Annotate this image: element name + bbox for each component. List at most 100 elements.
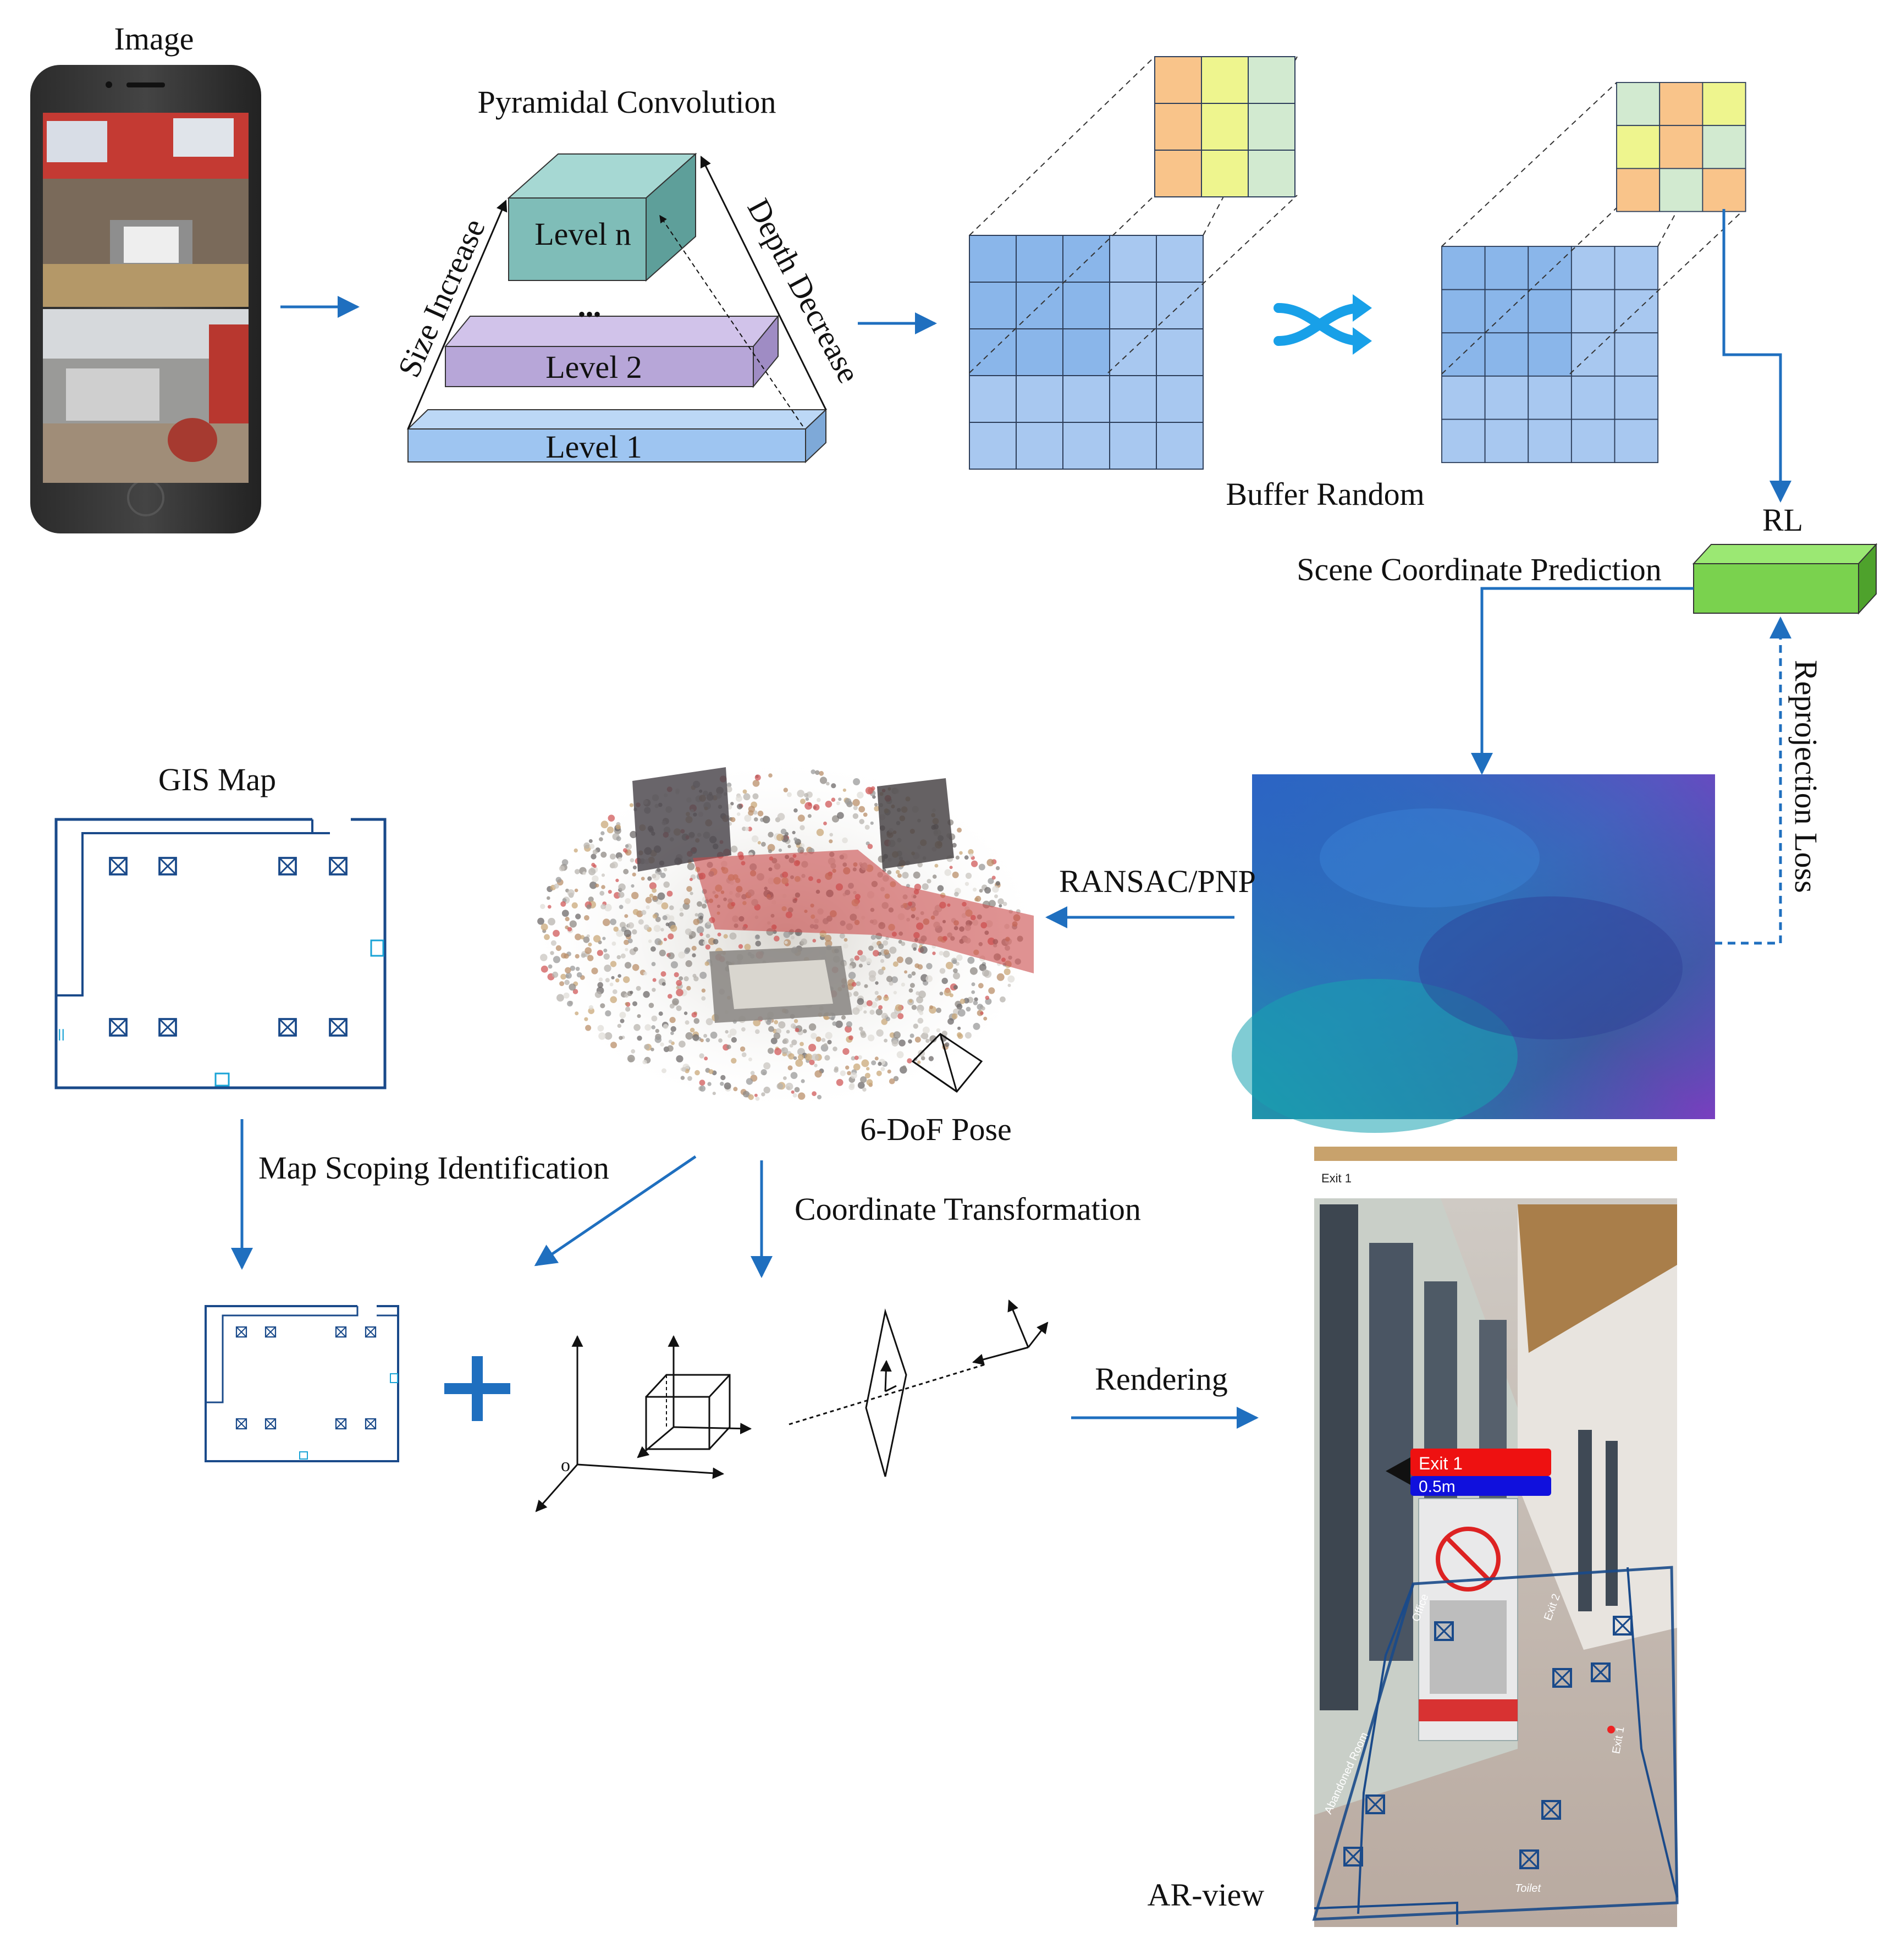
- feature-cell: [1484, 419, 1529, 464]
- crossed-box-icon: [264, 1418, 277, 1430]
- feature-cell: [1062, 328, 1110, 376]
- crossed-box-icon: [158, 857, 177, 876]
- kernel-cell: [1702, 82, 1746, 126]
- smartphone-icon: [30, 65, 261, 533]
- kernel-cell: [1702, 125, 1746, 169]
- map-scoping-identification-label: Map Scoping Identification: [258, 1150, 609, 1186]
- crossed-box-icon: [1434, 1621, 1454, 1641]
- crossed-box-icon: [158, 1018, 177, 1037]
- kernel-cell: [1201, 150, 1249, 197]
- scene-coordinate-map: [1232, 774, 1715, 1133]
- kernel-cell: [1201, 103, 1249, 151]
- kernel-cell: [1616, 125, 1661, 169]
- kernel-cell: [1702, 168, 1746, 212]
- rendering-label: Rendering: [1095, 1361, 1228, 1397]
- feature-cell: [1016, 422, 1063, 470]
- kernel-cell: [1248, 103, 1295, 151]
- gis-map: ꟾꟾ: [54, 818, 387, 1089]
- coordinate-transformation-label: Coordinate Transformation: [795, 1191, 1141, 1227]
- ar-navigation-marker: Exit 1 0.5m: [1386, 1449, 1551, 1496]
- feature-cell: [1528, 289, 1572, 334]
- crossed-box-icon: [264, 1326, 277, 1338]
- kernel-cell: [1154, 150, 1202, 197]
- buffer-random-label: Buffer Random: [1226, 476, 1424, 512]
- feature-cell: [1109, 375, 1157, 423]
- crossed-box-icon: [109, 1018, 128, 1037]
- gis-map-label: GIS Map: [158, 762, 276, 797]
- crossed-box-icon: [335, 1326, 347, 1338]
- feature-cell: [1156, 235, 1204, 283]
- feature-cell: [1109, 422, 1157, 470]
- pyramid-block: Level 1 Level 2 ••• Level n: [406, 152, 828, 465]
- feature-cell: [1570, 375, 1616, 420]
- kernel-cell: [1659, 125, 1703, 169]
- feature-cell: [1441, 375, 1486, 420]
- kernel-cell: [1248, 56, 1295, 104]
- crossed-box-icon: [235, 1326, 247, 1338]
- arrow-to-scene-coordinate-map: [1471, 587, 1694, 775]
- feature-cell: [1570, 332, 1616, 377]
- crossed-box-icon: [1519, 1849, 1539, 1869]
- feature-cell: [1156, 282, 1204, 329]
- crossed-box-icon: [1541, 1800, 1561, 1820]
- feature-cell: [969, 375, 1017, 423]
- feature-cell: [1484, 246, 1529, 290]
- ar-view: Exit 1 Exit 1 0.5m Office: [1312, 1147, 1679, 1927]
- svg-text:ꟾꟾ: ꟾꟾ: [58, 1029, 65, 1043]
- feature-cell: [1156, 328, 1204, 376]
- feature-cell: [1062, 282, 1110, 329]
- feature-cell: [1441, 289, 1486, 334]
- ar-distance-label: 0.5m: [1419, 1478, 1456, 1496]
- feature-cell: [1484, 289, 1529, 334]
- six-dof-pose-label: 6-DoF Pose: [860, 1111, 1012, 1147]
- rl-label: RL: [1762, 502, 1803, 538]
- feature-cell: [1156, 422, 1204, 470]
- feature-grid-1: [969, 56, 1298, 470]
- feature-cell: [1062, 422, 1110, 470]
- feature-cell: [1528, 419, 1572, 464]
- feature-cell: [1528, 375, 1572, 420]
- scene-coordinate-prediction-label: Scene Coordinate Prediction: [1297, 552, 1662, 587]
- crossed-box-icon: [278, 1018, 297, 1037]
- point-cloud: [522, 753, 1050, 1116]
- kernel-cell: [1659, 168, 1703, 212]
- feature-cell: [1016, 282, 1063, 329]
- arrow-cloud-to-map: [534, 1155, 697, 1267]
- kernel-cell: [1248, 150, 1295, 197]
- ar-view-label: AR-view: [1148, 1877, 1265, 1913]
- crossed-box-icon: [329, 1018, 348, 1037]
- feature-cell: [1484, 332, 1529, 377]
- crossed-box-icon: [1343, 1847, 1363, 1867]
- feature-cell: [1441, 246, 1486, 290]
- feature-cell: [1570, 246, 1616, 290]
- ransac-pnp-label: RANSAC/PNP: [1059, 863, 1256, 899]
- crossed-box-icon: [1552, 1668, 1572, 1688]
- feature-cell: [969, 235, 1017, 283]
- kernel-cell: [1201, 56, 1249, 104]
- feature-cell: [1016, 235, 1063, 283]
- crossed-box-icon: [329, 857, 348, 876]
- feature-cell: [1528, 332, 1572, 377]
- coordinate-frame: [535, 1335, 752, 1512]
- level-2-box: [444, 315, 780, 388]
- ar-exit-label: Exit 1: [1419, 1454, 1463, 1473]
- rl-box: [1692, 543, 1878, 615]
- feature-cell: [1614, 419, 1659, 464]
- kernel-cell: [1616, 168, 1661, 212]
- feature-cell: [1441, 332, 1486, 377]
- feature-cell: [1109, 282, 1157, 329]
- feature-cell: [1484, 375, 1529, 420]
- kernel-cell: [1154, 103, 1202, 151]
- feature-cell: [1062, 235, 1110, 283]
- feature-cell: [1570, 419, 1616, 464]
- crossed-box-icon: [365, 1326, 377, 1338]
- level-n-label: Level n: [534, 216, 631, 252]
- scoped-map: [205, 1305, 399, 1462]
- pyramidal-convolution-title: Pyramidal Convolution: [478, 84, 776, 120]
- crossed-box-icon: [335, 1418, 347, 1430]
- feature-cell: [1016, 328, 1063, 376]
- shuffle-icon: [1273, 294, 1372, 355]
- feature-cell: [1570, 289, 1616, 334]
- feature-cell: [1062, 375, 1110, 423]
- origin-label: o: [561, 1455, 570, 1475]
